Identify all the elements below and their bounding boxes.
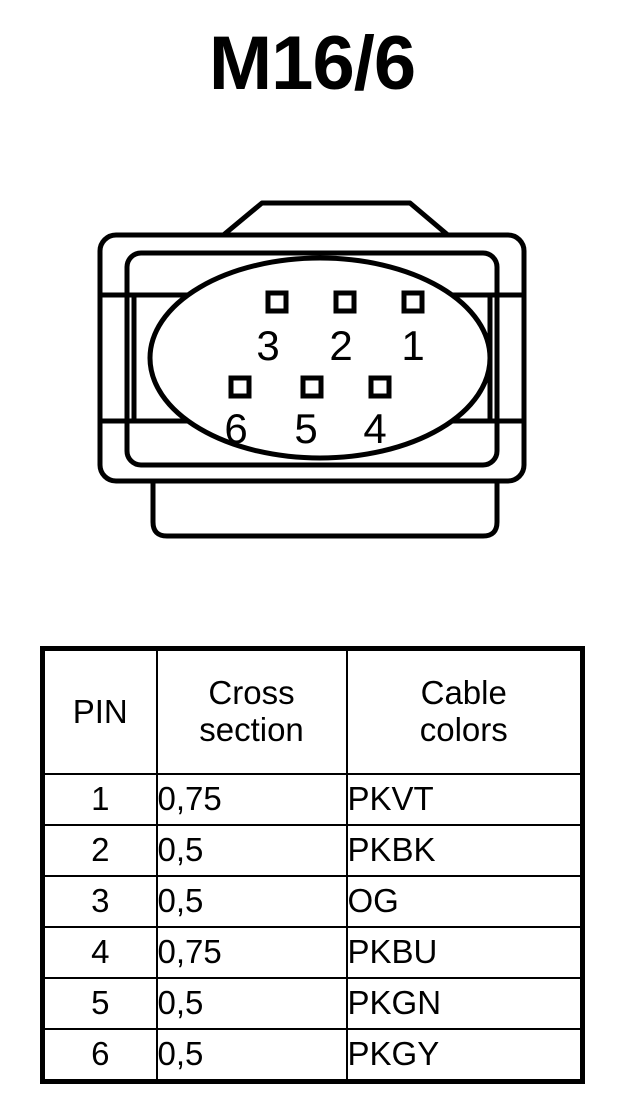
table-header-row: PIN Cross section Cable colors [41,647,584,775]
cell-cross-section: 0,75 [155,926,348,979]
pin-label-6: 6 [224,405,247,452]
cell-cross-section: 0,5 [155,1028,348,1083]
pin-label-4: 4 [363,405,386,452]
table-row: 4 0,75 PKBU [41,926,584,979]
cell-pin: 5 [41,977,158,1030]
cell-cable-color: PKVT [345,773,584,826]
header-cell-cross-section: Cross section [155,647,348,775]
header-pin-label: PIN [72,692,128,730]
table-row: 5 0,5 PKGN [41,977,584,1030]
pin-socket-1 [401,290,425,314]
table-row: 3 0,5 OG [41,875,584,928]
pin-label-1: 1 [401,322,424,369]
table-row: 6 0,5 PKGY [41,1028,584,1083]
pin-socket-6 [228,375,252,399]
connector-face-ellipse [147,255,493,461]
pin-socket-4 [368,375,392,399]
cell-pin: 3 [41,875,158,928]
header-cell-pin: PIN [41,647,158,775]
connector-bottom-skirt [150,478,500,539]
header-cross-section-line1: Cross [208,674,295,712]
pin-socket-2 [333,290,357,314]
cell-cross-section: 0,5 [155,824,348,877]
pin-label-5: 5 [294,405,317,452]
page-title: M16/6 [208,21,416,106]
header-cell-cable-colors: Cable colors [345,647,584,775]
cell-cross-section: 0,5 [155,875,348,928]
pin-label-3: 3 [256,322,279,369]
cell-cross-section: 0,5 [155,977,348,1030]
connector-svg: 3 2 1 6 5 4 [97,200,527,539]
cell-cable-color: PKBK [345,824,584,877]
cell-pin: 6 [41,1028,158,1083]
pin-assignment-table-container: PIN Cross section Cable colors 1 0,75 PK… [40,646,585,1084]
header-cross-section-line2: section [199,711,304,748]
cell-cable-color: PKGY [345,1028,584,1083]
pin-label-2: 2 [329,322,352,369]
table-row: 2 0,5 PKBK [41,824,584,877]
cell-pin: 1 [41,773,158,826]
pin-assignment-table: PIN Cross section Cable colors 1 0,75 PK… [40,646,585,1084]
cell-pin: 4 [41,926,158,979]
cell-cable-color: OG [345,875,584,928]
header-cable-colors-line2: colors [419,711,508,748]
pin-socket-5 [300,375,324,399]
pin-socket-3 [265,290,289,314]
cell-pin: 2 [41,824,158,877]
cell-cross-section: 0,75 [155,773,348,826]
connector-diagram: 3 2 1 6 5 4 [0,185,624,565]
cell-cable-color: PKBU [345,926,584,979]
cell-cable-color: PKGN [345,977,584,1030]
header-cable-colors-line1: Cable [420,674,507,712]
table-row: 1 0,75 PKVT [41,773,584,826]
